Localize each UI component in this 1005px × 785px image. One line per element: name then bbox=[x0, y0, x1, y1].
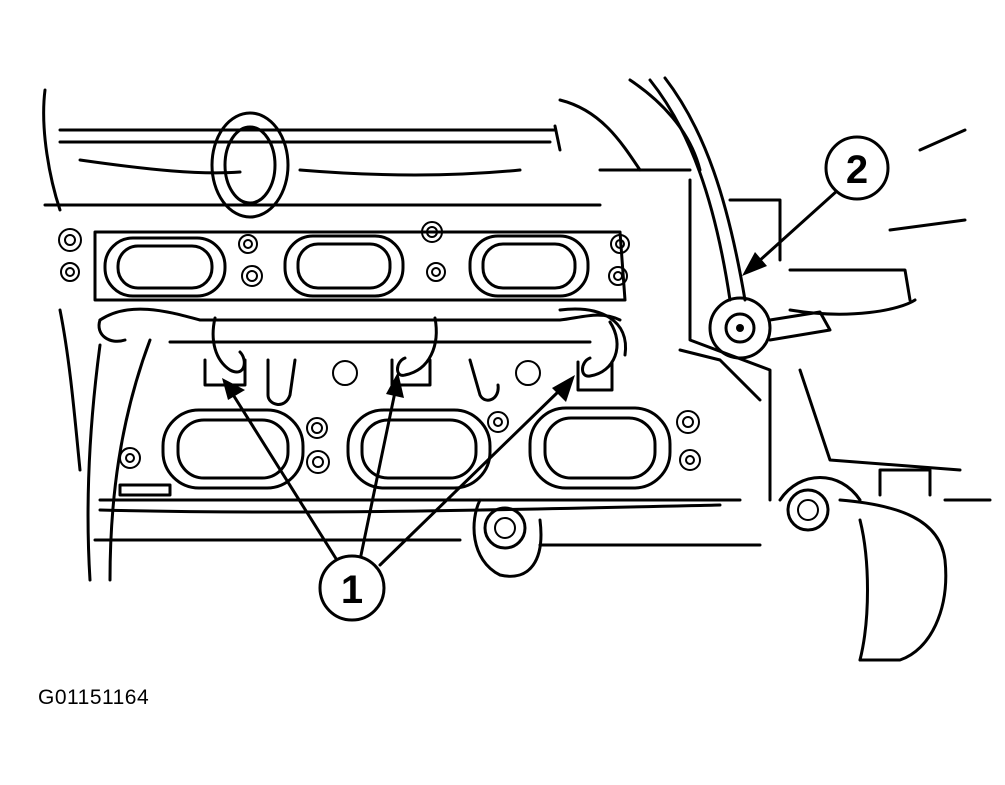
lower-intake-ports bbox=[119, 406, 701, 490]
oval-grommet bbox=[210, 111, 290, 219]
injector-hardware bbox=[266, 358, 541, 406]
upper-intake-ports bbox=[58, 221, 630, 302]
sensor-wire bbox=[648, 76, 747, 302]
callout-2: 2 bbox=[824, 135, 890, 201]
callout-2-label: 2 bbox=[846, 148, 868, 192]
cylinder-head-body bbox=[58, 308, 762, 582]
callout-1-arrows bbox=[222, 372, 575, 567]
figure-id-label: G01151164 bbox=[38, 686, 150, 709]
callout-1-label: 1 bbox=[341, 568, 363, 612]
right-block bbox=[598, 128, 992, 662]
callout-2-arrow bbox=[742, 188, 840, 276]
callout-1: 1 bbox=[318, 554, 386, 622]
sensor bbox=[708, 296, 832, 360]
fuel-rail-pipe bbox=[97, 307, 628, 357]
upper-rail bbox=[42, 78, 702, 212]
